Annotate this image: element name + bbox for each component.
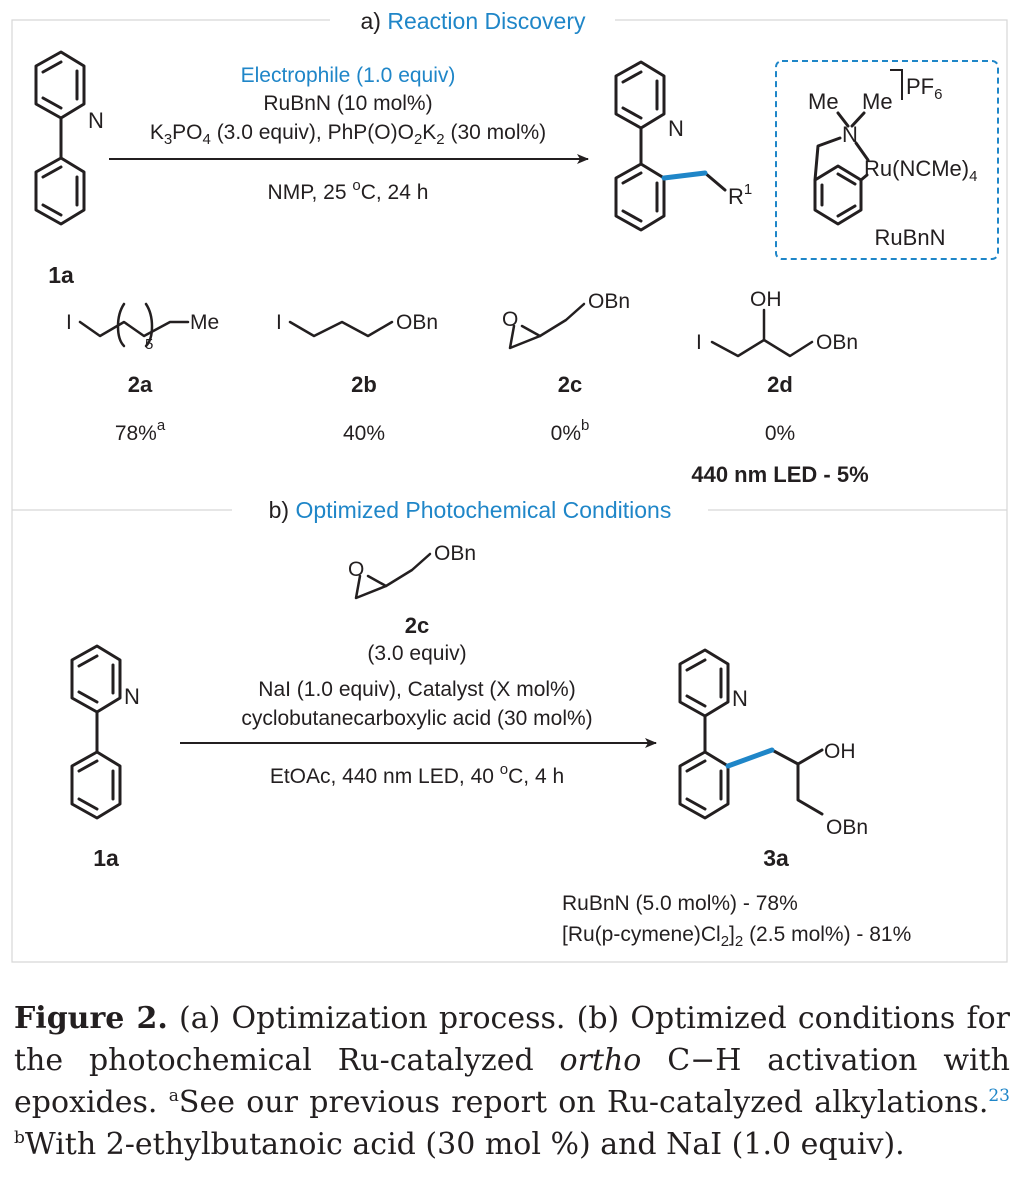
catalyst-rubnn-structure (813, 111, 870, 226)
catalyst-me-right: Me (862, 89, 893, 114)
reference-link[interactable]: 23 (988, 1086, 1010, 1106)
conditions-b-solvent: EtOAc, 440 nm LED, 40 oC, 4 h (270, 761, 564, 788)
product-3a-obn: OBn (826, 816, 868, 839)
product-a-r1: R1 (728, 181, 752, 209)
footnote-b-marker: b (14, 1128, 25, 1148)
reagent-2c-epoxide-structure (354, 552, 432, 600)
result-rubnn-yield: RuBnN (5.0 mol%) - 78% (562, 892, 798, 915)
caption-italic: ortho (559, 1043, 642, 1078)
caption-text-2: C−H activation with epoxides. (14, 1043, 1010, 1120)
electrophile-2c-epoxide-structure (508, 302, 586, 350)
electrophile-2d-yield: 0% (765, 422, 795, 445)
pyridine-n-label: N (88, 108, 104, 133)
conditions-a-electrophile: Electrophile (1.0 equiv) (241, 64, 456, 87)
electrophile-2d-hydroxyl: OH (750, 288, 782, 311)
electrophile-2d-led-yield: 440 nm LED - 5% (691, 462, 868, 487)
electrophile-2d-structure (710, 308, 814, 358)
conditions-b-additive: NaI (1.0 equiv), Catalyst (X mol%) (258, 678, 575, 701)
electrophile-2a-repeat-count: 5 (145, 336, 153, 353)
product-3a-hydroxyl: OH (824, 740, 856, 763)
new-cc-bond-highlight-3a (725, 747, 775, 769)
scheme-frame (11, 19, 1008, 963)
electrophile-2a-structure (78, 302, 190, 348)
electrophile-2a-methyl: Me (190, 311, 219, 334)
product-3a-pyridine-n: N (732, 686, 748, 711)
electrophile-2b-iodo: I (276, 311, 282, 334)
molecule-product-3a (678, 648, 824, 820)
electrophile-2a-iodo: I (66, 311, 72, 334)
conditions-a-solvent: NMP, 25 oC, 24 h (268, 177, 429, 204)
molecule-1a-panel-b (70, 644, 122, 820)
catalyst-charge-bracket (890, 69, 903, 100)
molecule-1a-panel-b-n: N (124, 684, 140, 709)
new-cc-bond-highlight-a (661, 170, 708, 181)
label-1a-top: 1a (48, 262, 74, 288)
result-ru-cymene-yield: [Ru(p-cymene)Cl2]2 (2.5 mol%) - 81% (562, 923, 911, 950)
catalyst-rubnn-box (775, 60, 999, 260)
electrophile-2d-obn: OBn (816, 331, 858, 354)
conditions-a-catalyst: RuBnN (10 mol%) (263, 92, 432, 115)
electrophile-2c-oxygen: O (502, 308, 518, 331)
electrophile-2b-label: 2b (351, 372, 377, 397)
electrophile-2d-iodo: I (696, 331, 702, 354)
electrophile-2b-structure (288, 320, 394, 338)
conditions-b-acid: cyclobutanecarboxylic acid (30 mol%) (241, 707, 592, 730)
caption-text-5: With 2-ethylbutanoic acid (30 mol %) and… (24, 1127, 905, 1162)
panel-a-title: a) Reaction Discovery (361, 8, 586, 34)
reagent-2c-obn: OBn (434, 542, 476, 565)
reagent-2c-oxygen: O (348, 558, 364, 581)
catalyst-me-left: Me (808, 89, 839, 114)
electrophile-2a-yield: 78%a (115, 417, 166, 445)
figure-label: Figure 2. (14, 1001, 168, 1036)
molecule-1a-phenylpyridine (34, 50, 86, 226)
catalyst-counterion: PF6 (906, 74, 942, 103)
reaction-scheme: a) Reaction Discovery N 1a Electrophile … (11, 8, 1008, 963)
catalyst-name: RuBnN (875, 225, 946, 250)
electrophile-2b-obn: OBn (396, 311, 438, 334)
catalyst-ru-ligands: Ru(NCMe)4 (864, 156, 977, 185)
label-1a-bottom: 1a (93, 845, 119, 871)
product-3a-label: 3a (763, 845, 789, 871)
caption-text-1: (a) Optimization process. (b) Optimized … (14, 1001, 1010, 1078)
figure-caption: Figure 2. (a) Optimization process. (b) … (14, 998, 1010, 1166)
footnote-a-marker: a (168, 1086, 179, 1106)
reagent-2c-label: 2c (405, 613, 429, 638)
caption-text-3: See our previous report on Ru-catalyzed … (178, 1085, 989, 1120)
electrophile-2c-obn: OBn (588, 290, 630, 313)
electrophile-2c-yield: 0%b (551, 417, 590, 445)
electrophile-2a-label: 2a (128, 372, 153, 397)
molecule-product-a (614, 60, 727, 232)
electrophile-2c-label: 2c (558, 372, 582, 397)
catalyst-n: N (842, 122, 858, 147)
electrophile-2d-label: 2d (767, 372, 793, 397)
panel-b-title: b) Optimized Photochemical Conditions (269, 497, 672, 523)
conditions-a-base: K3PO4 (3.0 equiv), PhP(O)O2K2 (30 mol%) (150, 121, 546, 148)
electrophile-2b-yield: 40% (343, 422, 385, 445)
product-a-pyridine-n: N (668, 116, 684, 141)
reagent-2c-equiv: (3.0 equiv) (367, 642, 466, 665)
